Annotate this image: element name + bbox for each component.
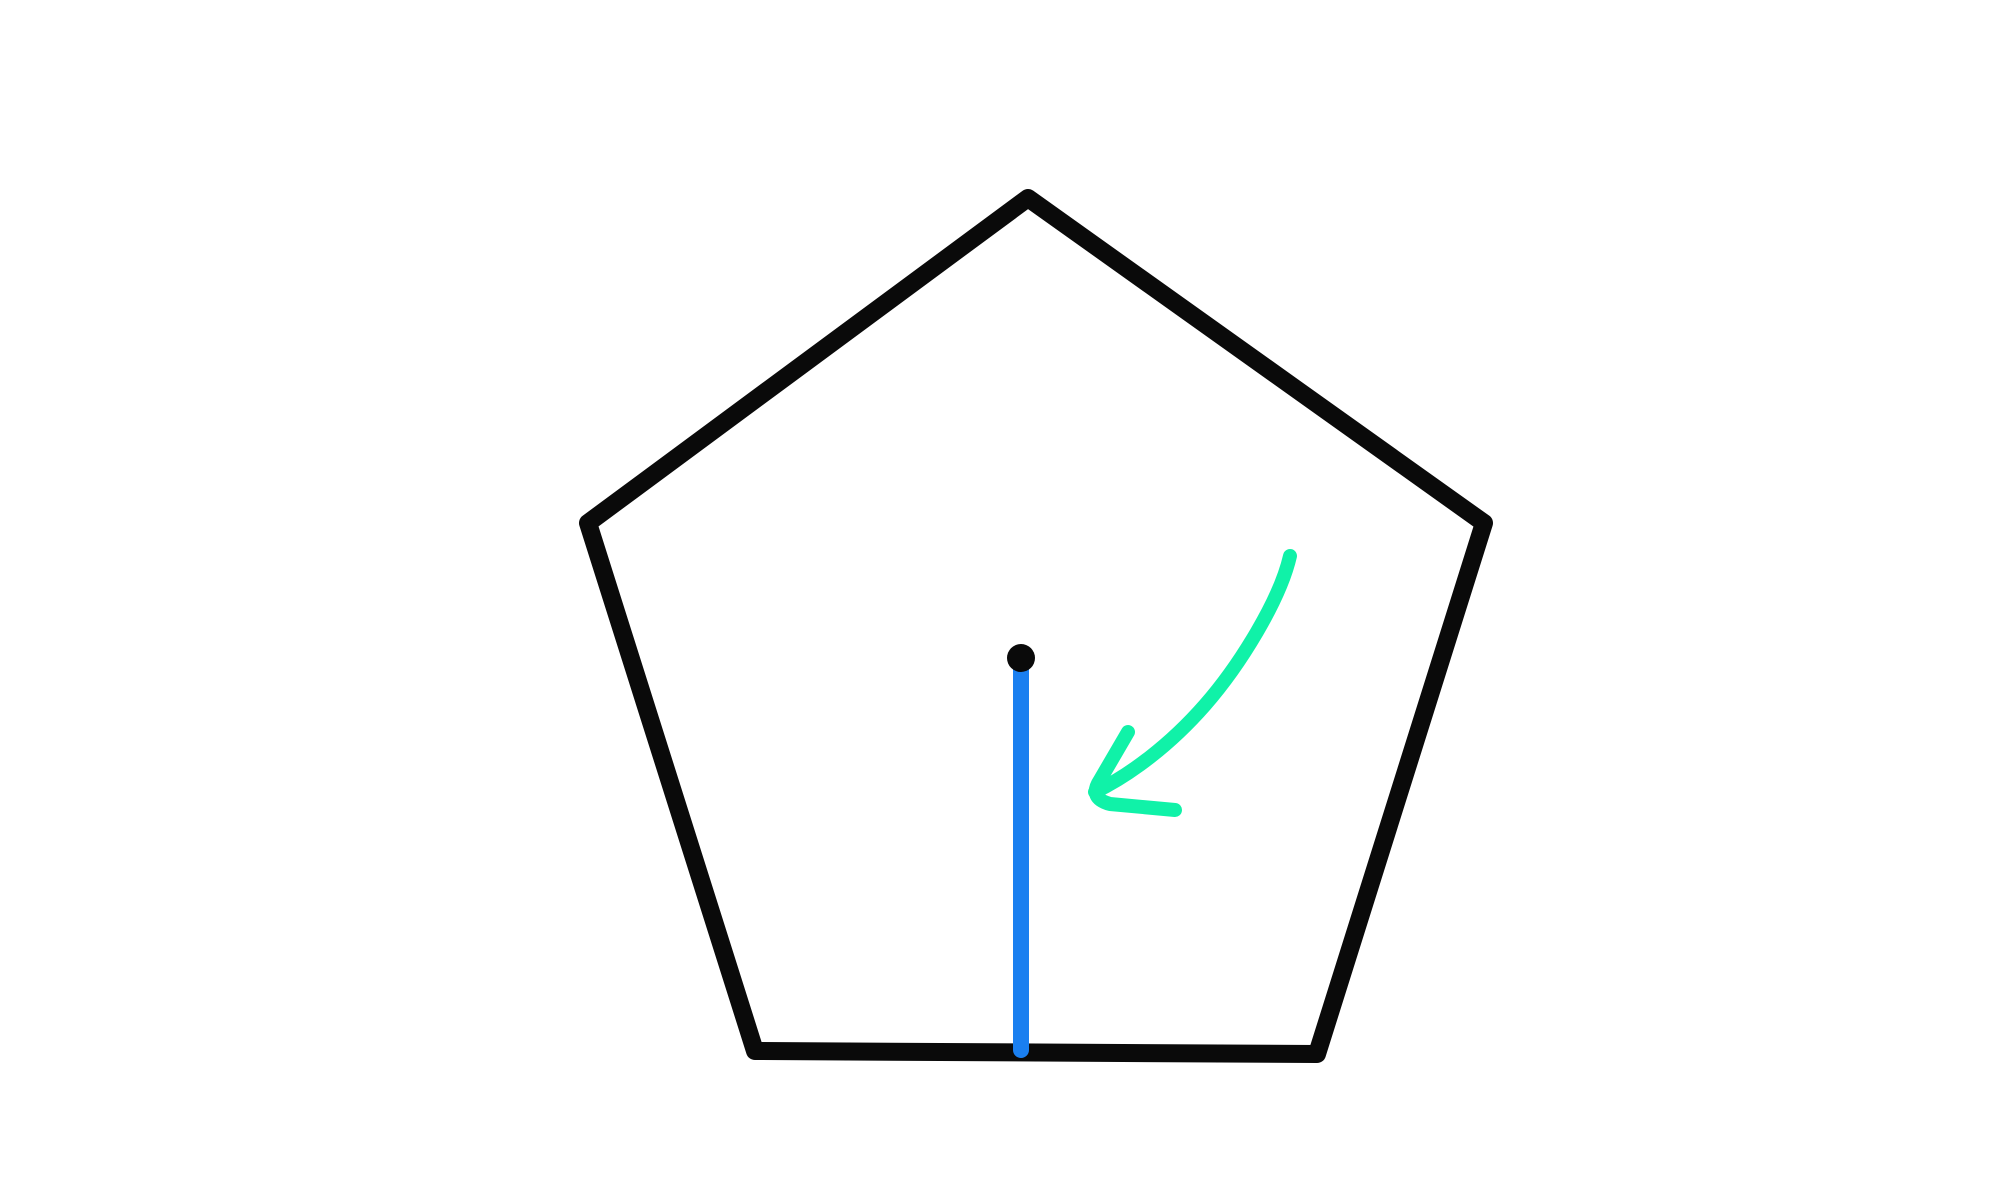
arrow-shaft	[1088, 549, 1297, 799]
arrow-icon	[1088, 549, 1297, 817]
center-point	[1007, 644, 1035, 672]
pentagon-outline	[579, 189, 1493, 1063]
arrow-head	[1088, 725, 1182, 817]
